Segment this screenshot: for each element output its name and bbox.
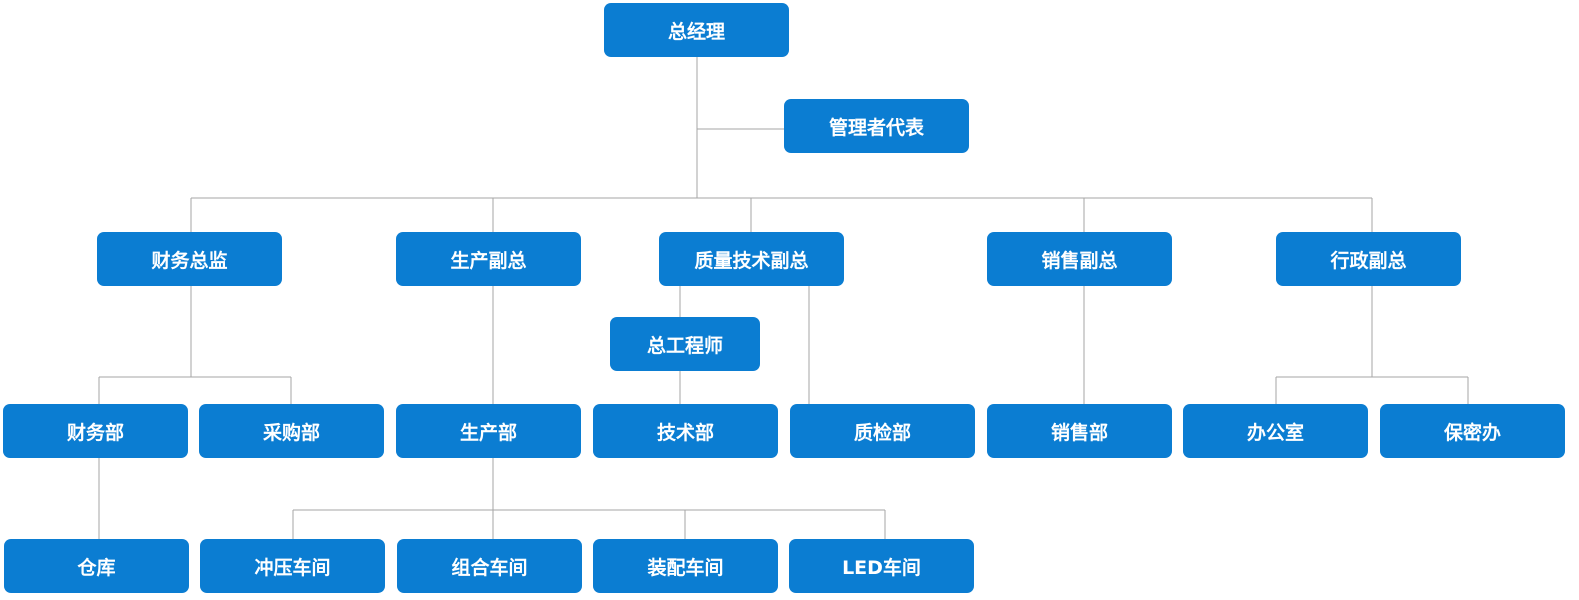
node-fitting-workshop: 装配车间	[593, 539, 778, 593]
node-office: 办公室	[1183, 404, 1368, 458]
node-quality-tech-vp: 质量技术副总	[659, 232, 844, 286]
node-production-dept: 生产部	[396, 404, 581, 458]
node-finance-dept: 财务部	[3, 404, 188, 458]
node-chief-engineer: 总工程师	[610, 317, 760, 371]
node-admin-vp: 行政副总	[1276, 232, 1461, 286]
node-assembly-workshop: 组合车间	[397, 539, 582, 593]
node-purchasing-dept: 采购部	[199, 404, 384, 458]
node-ceo: 总经理	[604, 3, 789, 57]
node-warehouse: 仓库	[4, 539, 189, 593]
node-tech-dept: 技术部	[593, 404, 778, 458]
node-sales-vp: 销售副总	[987, 232, 1172, 286]
node-led-workshop: LED车间	[789, 539, 974, 593]
node-production-vp: 生产副总	[396, 232, 581, 286]
node-sales-dept: 销售部	[987, 404, 1172, 458]
node-finance-director: 财务总监	[97, 232, 282, 286]
node-mgmt-rep: 管理者代表	[784, 99, 969, 153]
node-qc-dept: 质检部	[790, 404, 975, 458]
node-security-office: 保密办	[1380, 404, 1565, 458]
node-stamping-workshop: 冲压车间	[200, 539, 385, 593]
